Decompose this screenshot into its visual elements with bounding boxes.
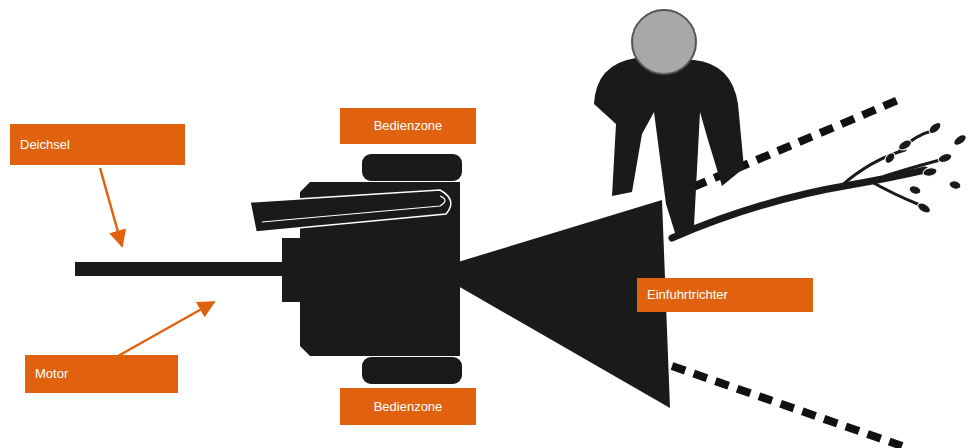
person-head: [632, 10, 696, 74]
chute-edge: [262, 196, 445, 222]
zone-label: Bedienzone: [340, 108, 476, 144]
zone-label: Bedienzone: [340, 388, 476, 425]
label-text: Deichsel: [20, 137, 70, 153]
leader-arrow: [118, 302, 214, 356]
leaves: [883, 120, 968, 215]
branch: [672, 170, 925, 238]
person-body: [594, 58, 744, 236]
part-label: Einfuhrtrichter: [637, 278, 813, 312]
label-text: Bedienzone: [374, 399, 443, 415]
label-text: Motor: [35, 366, 68, 382]
leader-arrow: [100, 168, 122, 246]
drawbar: [75, 262, 290, 276]
twig: [840, 130, 940, 205]
wheel: [362, 154, 462, 181]
discharge-chute: [250, 190, 451, 232]
part-label: Deichsel: [10, 124, 185, 165]
wheel: [362, 357, 462, 384]
label-text: Einfuhrtrichter: [647, 287, 728, 303]
zone-line: [672, 366, 902, 446]
label-text: Bedienzone: [374, 118, 443, 134]
part-label: Motor: [25, 355, 178, 393]
